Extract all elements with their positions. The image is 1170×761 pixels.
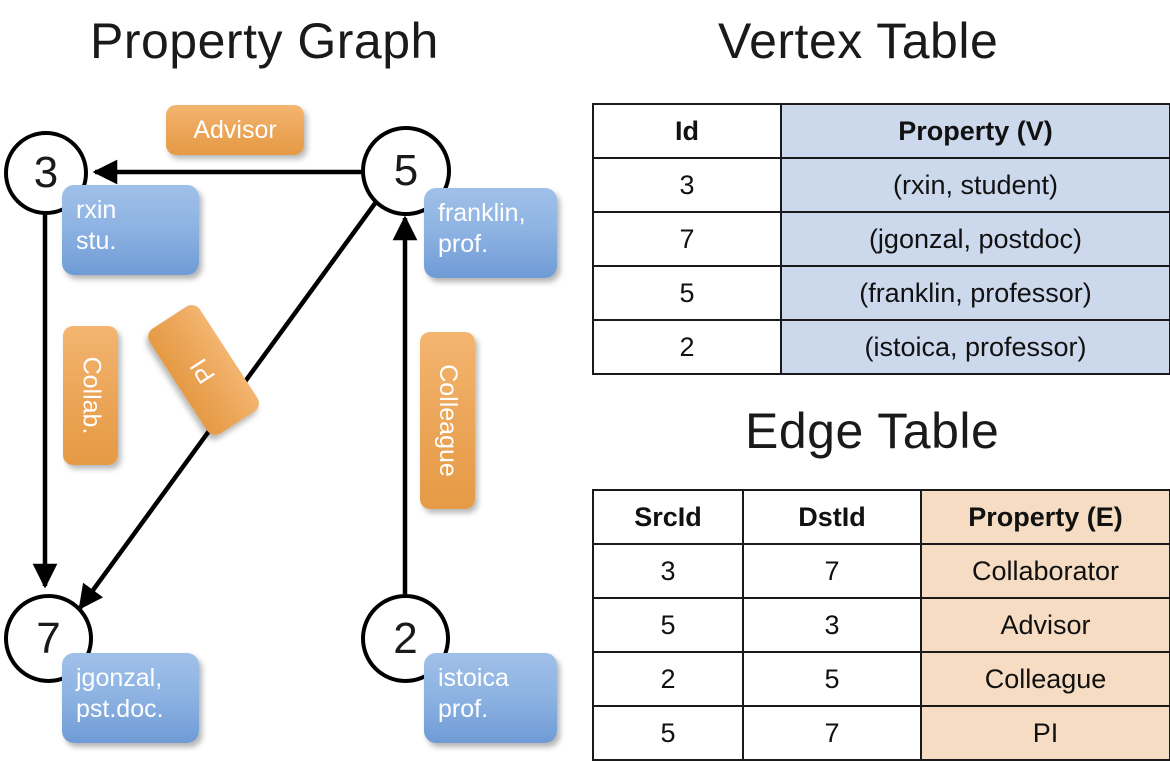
edge-table-header-row: SrcId DstId Property (E) [592,489,1170,545]
edge-table-header-prop: Property (E) [920,489,1170,545]
vertex-table-header-row: Id Property (V) [592,103,1170,159]
edge-srcid-cell: 5 [592,705,744,761]
table-row[interactable]: 3 (rxin, student) [592,157,1170,213]
edge-label-colleague: Colleague [420,332,475,509]
vertex-property-cell: (istoica, professor) [780,319,1170,375]
vertex-id-cell: 2 [592,319,782,375]
edge-dstid-cell: 7 [742,705,922,761]
table-row[interactable]: 7 (jgonzal, postdoc) [592,211,1170,267]
table-row[interactable]: 2 5 Colleague [592,651,1170,707]
page-title-property-graph: Property Graph [90,13,439,69]
node-property-callout-3: rxin stu. [62,185,199,275]
table-row[interactable]: 3 7 Collaborator [592,543,1170,599]
edge-srcid-cell: 5 [592,597,744,653]
node-property-callout-2: istoica prof. [424,653,557,743]
page-title-edge-table: Edge Table [745,403,1000,459]
edge-label-pi-text: PI [184,352,222,388]
edge-label-advisor: Advisor [166,105,304,155]
edge-table-header-srcid: SrcId [592,489,744,545]
edge-label-colleague-text: Colleague [434,364,462,477]
vertex-table-header-prop: Property (V) [780,103,1170,159]
node-property-callout-5: franklin, prof. [424,188,557,278]
property-graph-diagram: 3 5 7 2 rxin stu. franklin, prof. jgonza… [0,0,585,760]
table-row[interactable]: 2 (istoica, professor) [592,319,1170,375]
edge-srcid-cell: 2 [592,651,744,707]
vertex-property-cell: (rxin, student) [780,157,1170,213]
edge-srcid-cell: 3 [592,543,744,599]
vertex-table-header-id: Id [592,103,782,159]
table-row[interactable]: 5 (franklin, professor) [592,265,1170,321]
edge-property-cell: PI [920,705,1170,761]
vertex-property-cell: (jgonzal, postdoc) [780,211,1170,267]
edge-dstid-cell: 5 [742,651,922,707]
vertex-id-cell: 5 [592,265,782,321]
table-row[interactable]: 5 3 Advisor [592,597,1170,653]
vertex-id-cell: 3 [592,157,782,213]
vertex-property-cell: (franklin, professor) [780,265,1170,321]
graph-node-5[interactable]: 5 [361,126,451,216]
node-property-callout-7: jgonzal, pst.doc. [62,653,199,743]
page-title-vertex-table: Vertex Table [718,13,999,69]
vertex-table: Id Property (V) 3 (rxin, student) 7 (jgo… [592,103,1170,375]
graph-node-2[interactable]: 2 [361,594,450,683]
edge-property-cell: Colleague [920,651,1170,707]
table-row[interactable]: 5 7 PI [592,705,1170,761]
edge-table-header-dstid: DstId [742,489,922,545]
edge-label-advisor-text: Advisor [193,115,277,144]
edge-property-cell: Advisor [920,597,1170,653]
edge-property-cell: Collaborator [920,543,1170,599]
vertex-id-cell: 7 [592,211,782,267]
edge-table: SrcId DstId Property (E) 3 7 Collaborato… [592,489,1170,761]
edge-label-collab: Collab. [63,326,118,465]
edge-dstid-cell: 3 [742,597,922,653]
edge-label-collab-text: Collab. [77,356,106,435]
edge-dstid-cell: 7 [742,543,922,599]
